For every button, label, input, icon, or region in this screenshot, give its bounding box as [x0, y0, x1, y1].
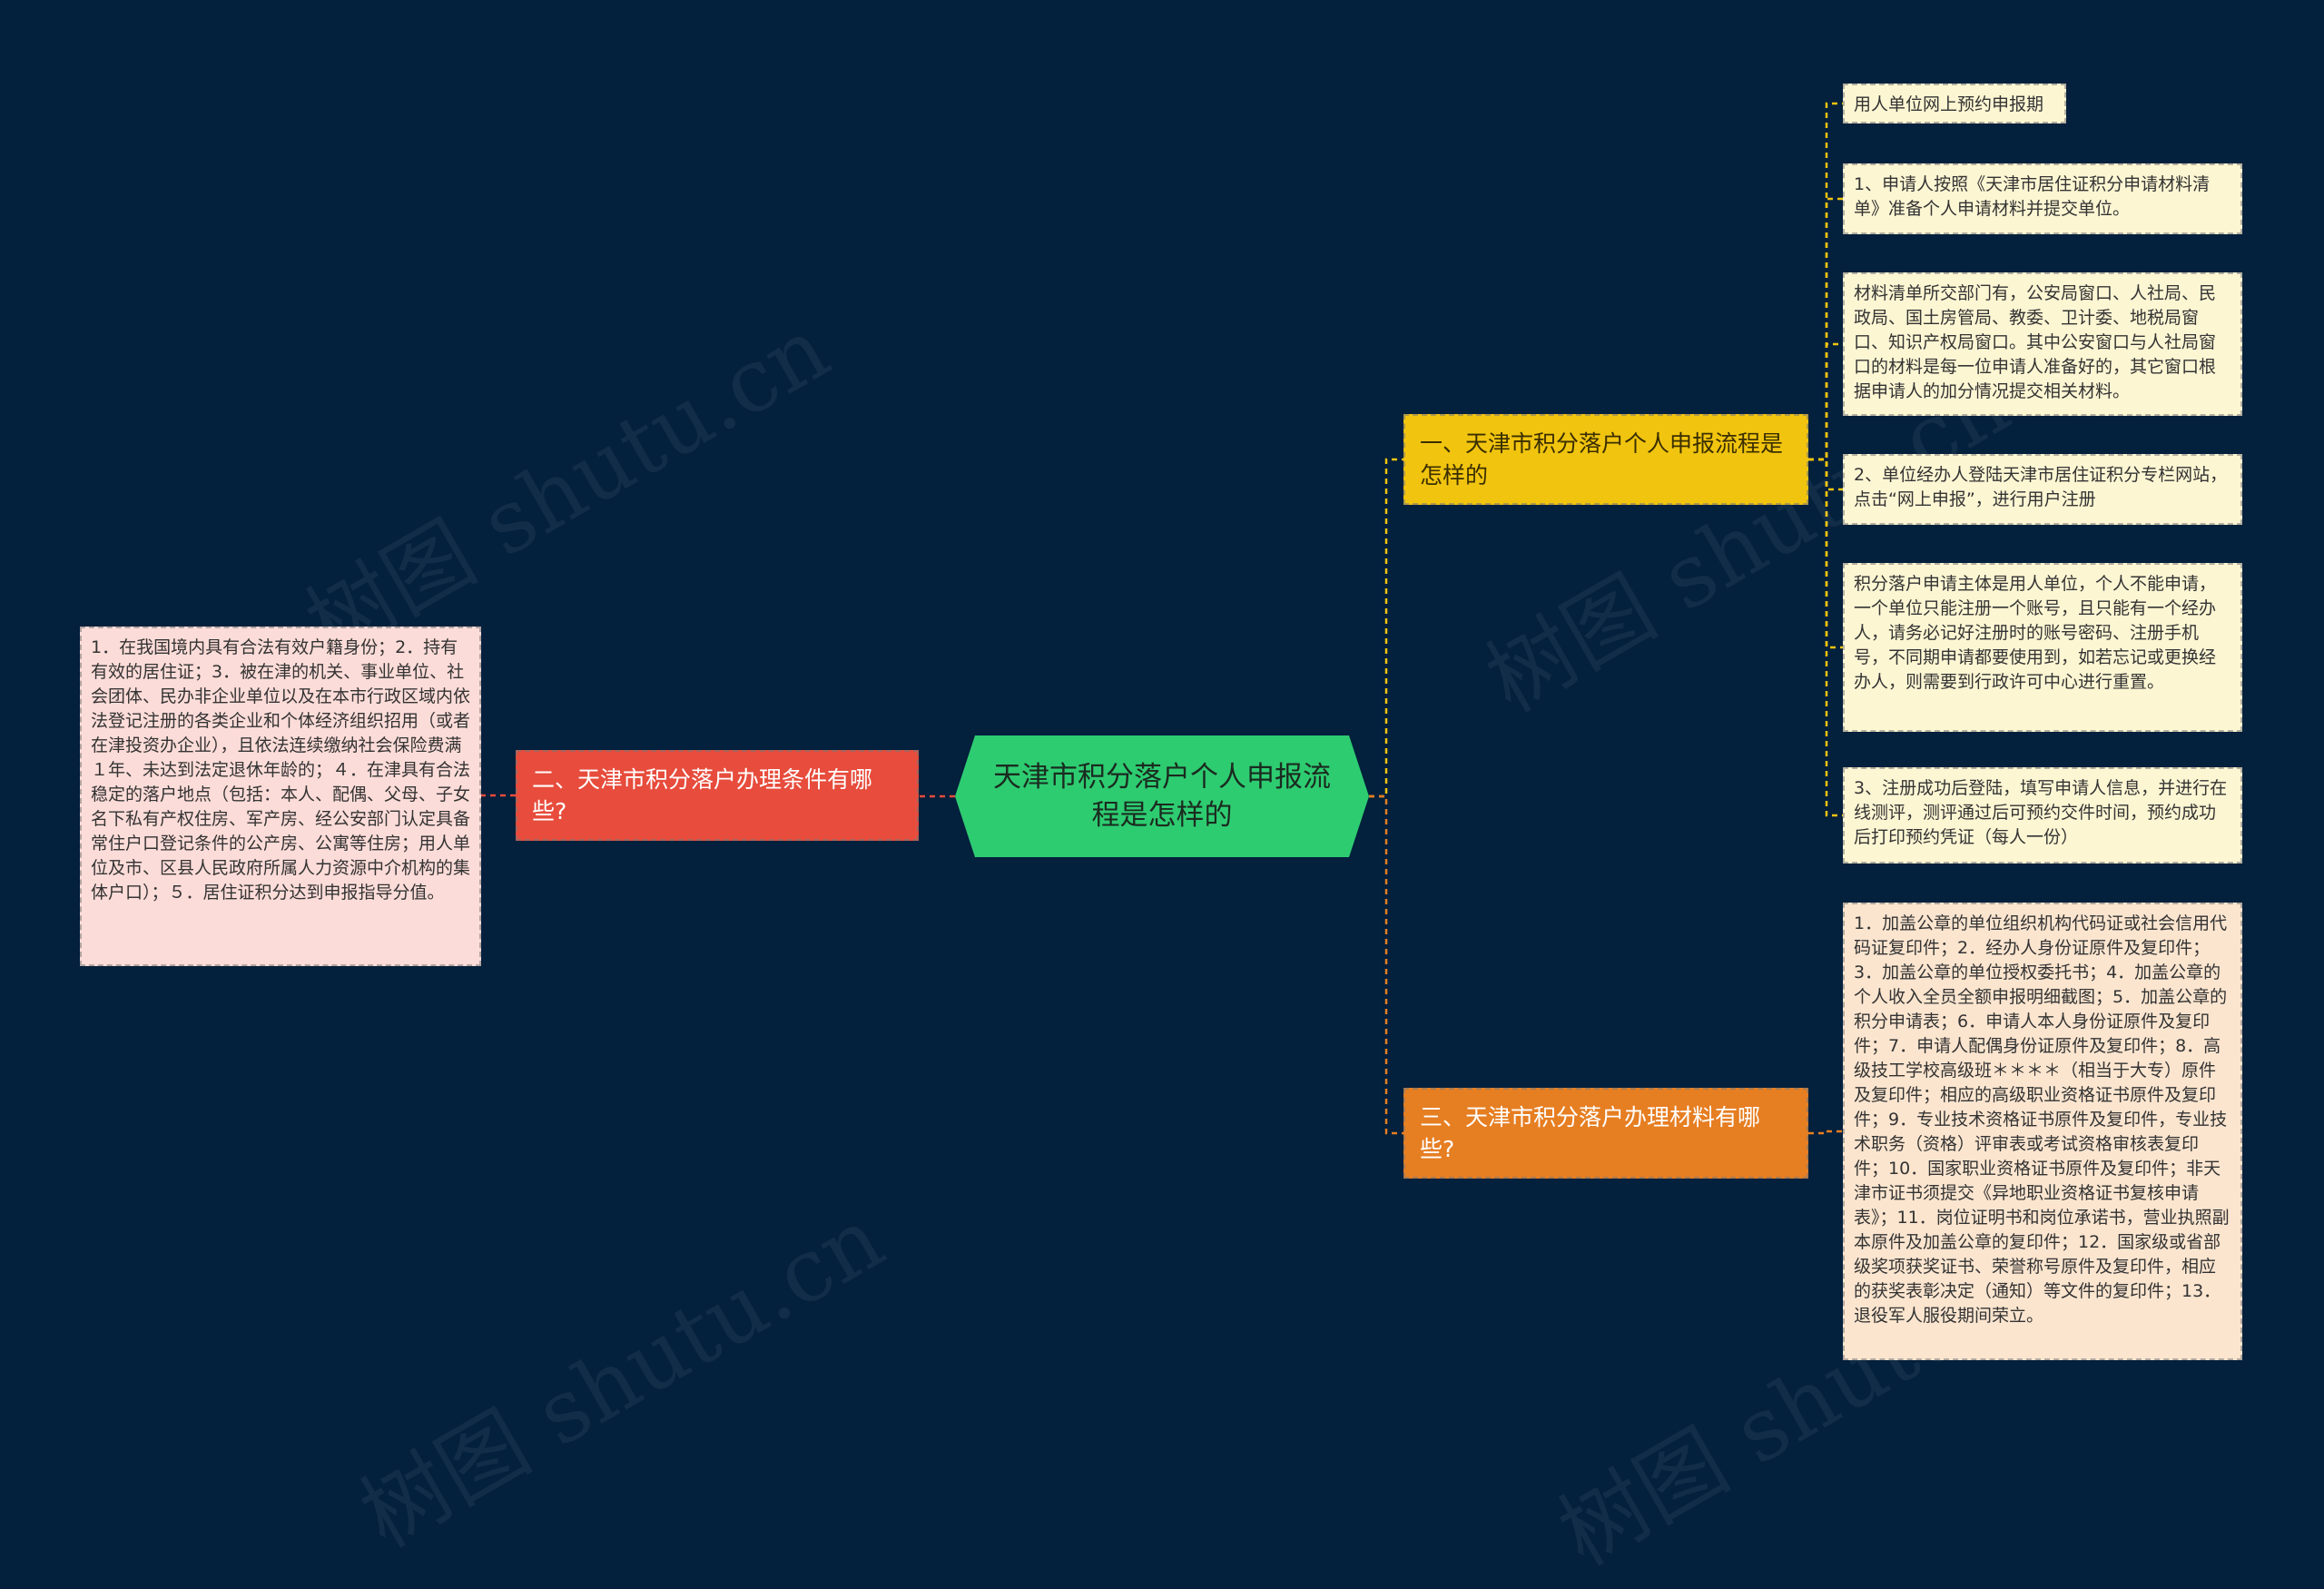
connector-line [1369, 458, 1403, 798]
leaf-node[interactable]: 材料清单所交部门有，公安局窗口、人社局、民政局、国土房管局、教委、卫计委、地税局… [1843, 272, 2242, 416]
root-node-label: 天津市积分落户个人申报流程是怎样的 [993, 761, 1331, 832]
leaf-node[interactable]: 3、注册成功后登陆，填写申请人信息，并进行在线测评，测评通过后可预约交件时间，预… [1843, 767, 2242, 864]
leaf-node[interactable]: 1．在我国境内具有合法有效户籍身份；2．持有有效的居住证；3．被在津的机关、事业… [80, 627, 481, 966]
connector-line [1808, 458, 1843, 817]
connector-lines [481, 102, 1843, 1135]
branch-node-label: 二、天津市积分落户办理条件有哪些? [532, 766, 873, 824]
leaf-node[interactable]: 1．加盖公章的单位组织机构代码证或社会信用代码证复印件；2．经办人身份证原件及复… [1843, 903, 2242, 1360]
connector-line [1808, 1130, 1843, 1135]
branch-node-label: 三、天津市积分落户办理材料有哪些? [1420, 1104, 1761, 1162]
root-node[interactable]: 天津市积分落户个人申报流程是怎样的 [955, 735, 1369, 857]
connector-line [1369, 794, 1403, 1135]
connector-line [1808, 102, 1843, 461]
branch-node-conditions[interactable]: 二、天津市积分落户办理条件有哪些? [516, 750, 919, 841]
connector-line [1808, 342, 1843, 461]
branch-node-materials[interactable]: 三、天津市积分落户办理材料有哪些? [1403, 1088, 1808, 1179]
leaf-node[interactable]: 1、申请人按照《天津市居住证积分申请材料清单》准备个人申请材料并提交单位。 [1843, 163, 2242, 234]
leaf-node[interactable]: 用人单位网上预约申报期 [1843, 84, 2066, 123]
branch-node-label: 一、天津市积分落户个人申报流程是怎样的 [1420, 430, 1784, 489]
branch-node-process[interactable]: 一、天津市积分落户个人申报流程是怎样的 [1403, 414, 1808, 505]
leaf-node[interactable]: 2、单位经办人登陆天津市居住证积分专栏网站，点击“网上申报”，进行用户注册 [1843, 454, 2242, 525]
leaf-node[interactable]: 积分落户申请主体是用人单位，个人不能申请，一个单位只能注册一个账号，且只能有一个… [1843, 563, 2242, 732]
connector-line [1808, 197, 1843, 461]
